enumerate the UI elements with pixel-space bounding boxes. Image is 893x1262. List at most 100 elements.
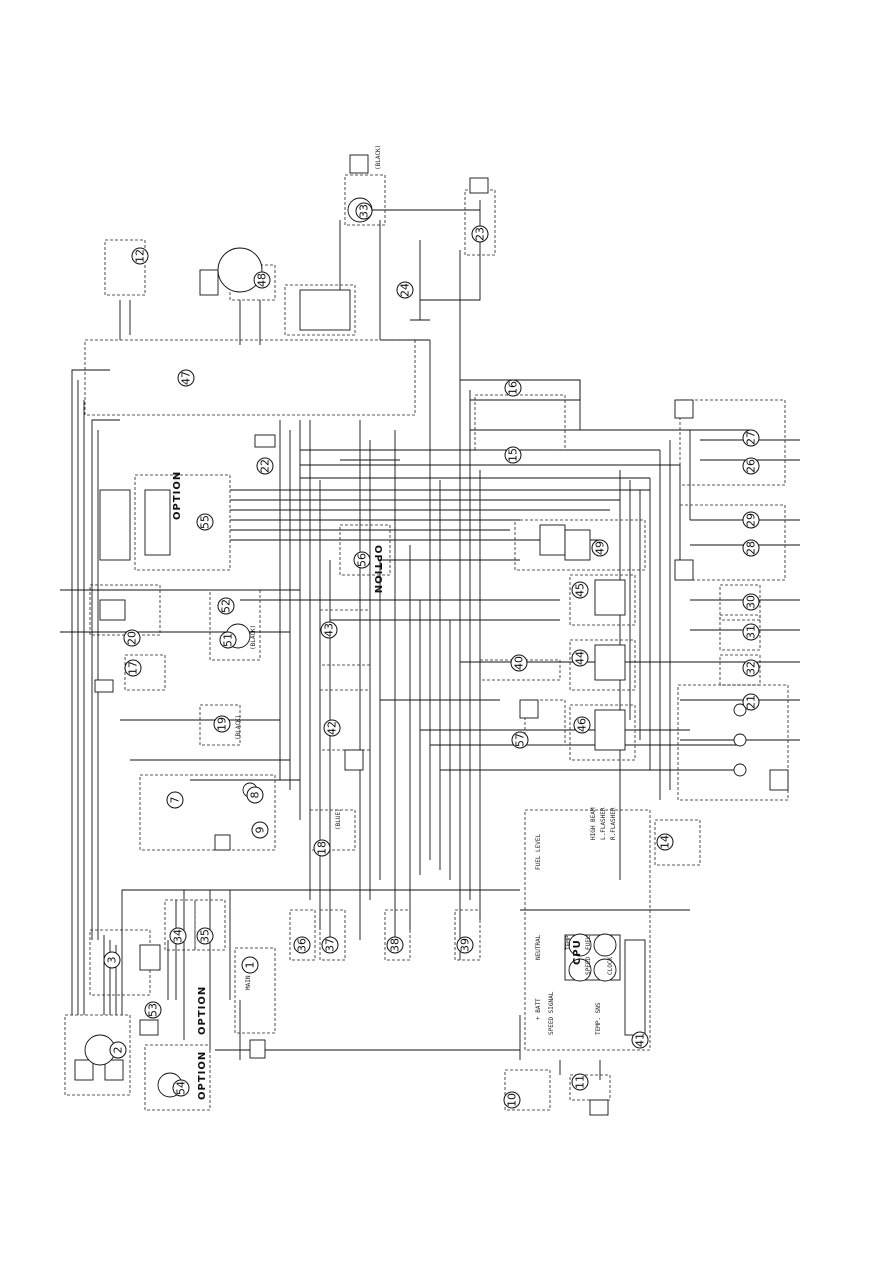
connector-color-label: (BLACK) xyxy=(235,715,242,740)
meter-terminal-label: SPEED SIGNAL xyxy=(548,991,555,1035)
component-number-55: 55 xyxy=(196,513,214,531)
component-number-circle xyxy=(353,551,371,569)
component-number-16: 16 xyxy=(504,379,522,397)
component-number-text: 1 xyxy=(244,962,257,969)
component-number-text: 38 xyxy=(389,938,402,952)
component-number-circle xyxy=(256,457,274,475)
component-number-35: 35 xyxy=(196,927,214,945)
component-number-text: 34 xyxy=(172,929,185,943)
component-number-circle xyxy=(166,791,184,809)
component-numbers: 1237891011121415161718192021222324262728… xyxy=(103,202,760,1109)
component-number-text: 42 xyxy=(326,721,339,735)
component-number-text: 10 xyxy=(506,1093,519,1107)
component-number-text: 16 xyxy=(507,381,520,395)
component-number-26: 26 xyxy=(742,457,760,475)
meter-terminal-label: + BATT xyxy=(535,998,542,1020)
component-number-43: 43 xyxy=(320,621,338,639)
component-number-44: 44 xyxy=(571,649,589,667)
component-number-27: 27 xyxy=(742,429,760,447)
component-number-33: 33 xyxy=(355,202,373,220)
component-number-text: 24 xyxy=(399,283,412,297)
component-number-circle xyxy=(355,202,373,220)
gauge-label: CLOCK xyxy=(607,957,614,975)
component-number-circle xyxy=(177,369,195,387)
option-label: OPTION xyxy=(372,545,383,594)
component-number-46: 46 xyxy=(573,716,591,734)
component-number-circle xyxy=(456,936,474,954)
component-number-34: 34 xyxy=(169,927,187,945)
component-number-42: 42 xyxy=(323,719,341,737)
gauge-label: TEMP xyxy=(565,935,572,950)
gauge-label: SPEED xyxy=(585,957,592,975)
component-number-circle xyxy=(386,936,404,954)
component-number-circle xyxy=(124,659,142,677)
component-number-text: 54 xyxy=(175,1081,188,1095)
component-number-30: 30 xyxy=(742,593,760,611)
component-number-circle xyxy=(169,927,187,945)
component-number-circle xyxy=(742,623,760,641)
component-number-41: 41 xyxy=(631,1031,649,1049)
component-number-text: 57 xyxy=(514,733,527,747)
component-number-text: 49 xyxy=(594,541,607,555)
component-number-text: 12 xyxy=(134,249,147,263)
component-number-12: 12 xyxy=(131,247,149,265)
component-number-19: 19 xyxy=(213,715,231,733)
connector-blocks xyxy=(74,154,789,1116)
option-label: OPTION xyxy=(197,1051,208,1100)
component-number-text: 48 xyxy=(256,273,269,287)
component-number-text: 44 xyxy=(574,651,587,665)
component-number-21: 21 xyxy=(742,693,760,711)
diagram-labels: OPTION OPTION OPTION OPTION CPU FUEL TEM… xyxy=(172,145,617,1100)
component-number-text: 40 xyxy=(513,656,526,670)
component-number-40: 40 xyxy=(510,654,528,672)
component-number-text: 18 xyxy=(316,841,329,855)
component-number-text: 43 xyxy=(323,623,336,637)
component-number-text: 8 xyxy=(249,792,262,799)
component-number-circle xyxy=(504,379,522,397)
component-number-32: 32 xyxy=(742,659,760,677)
component-number-text: 33 xyxy=(358,204,371,218)
component-number-text: 39 xyxy=(459,938,472,952)
option-label: OPTION xyxy=(172,471,183,520)
component-number-circle xyxy=(571,1073,589,1091)
component-number-9: 9 xyxy=(251,821,269,839)
component-number-text: 11 xyxy=(574,1075,587,1089)
component-number-text: 15 xyxy=(507,448,520,462)
component-number-circle xyxy=(219,631,237,649)
component-number-circle xyxy=(656,833,674,851)
meter-terminal-label: NEUTRAL xyxy=(535,934,542,960)
component-number-circle xyxy=(196,513,214,531)
component-number-text: 35 xyxy=(199,929,212,943)
meter-terminal-label: TEMP. SNS xyxy=(595,1002,602,1035)
component-number-7: 7 xyxy=(166,791,184,809)
component-number-text: 21 xyxy=(745,695,758,709)
component-number-10: 10 xyxy=(503,1091,521,1109)
component-number-22: 22 xyxy=(256,457,274,475)
component-number-circle xyxy=(320,621,338,639)
component-number-1: 1 xyxy=(241,956,259,974)
component-number-20: 20 xyxy=(123,629,141,647)
component-number-text: 51 xyxy=(222,633,235,647)
component-number-circle xyxy=(742,659,760,677)
option-label: OPTION xyxy=(197,986,208,1035)
component-number-47: 47 xyxy=(177,369,195,387)
component-number-circle xyxy=(396,281,414,299)
component-number-2: 2 xyxy=(109,1041,127,1059)
component-number-text: 9 xyxy=(254,827,267,834)
connector-color-label: (BLACK) xyxy=(250,625,257,650)
component-number-52: 52 xyxy=(217,597,235,615)
component-number-circle xyxy=(246,786,264,804)
component-number-circle xyxy=(510,654,528,672)
component-number-31: 31 xyxy=(742,623,760,641)
component-number-49: 49 xyxy=(591,539,609,557)
component-number-circle xyxy=(144,1001,162,1019)
component-number-45: 45 xyxy=(571,581,589,599)
component-number-circle xyxy=(742,693,760,711)
component-number-circle xyxy=(217,597,235,615)
component-number-57: 57 xyxy=(511,731,529,749)
component-outlines xyxy=(64,174,789,1111)
meter-terminal-label: L.FLASHER xyxy=(600,807,607,840)
component-number-circle xyxy=(742,539,760,557)
component-number-text: 53 xyxy=(147,1003,160,1017)
